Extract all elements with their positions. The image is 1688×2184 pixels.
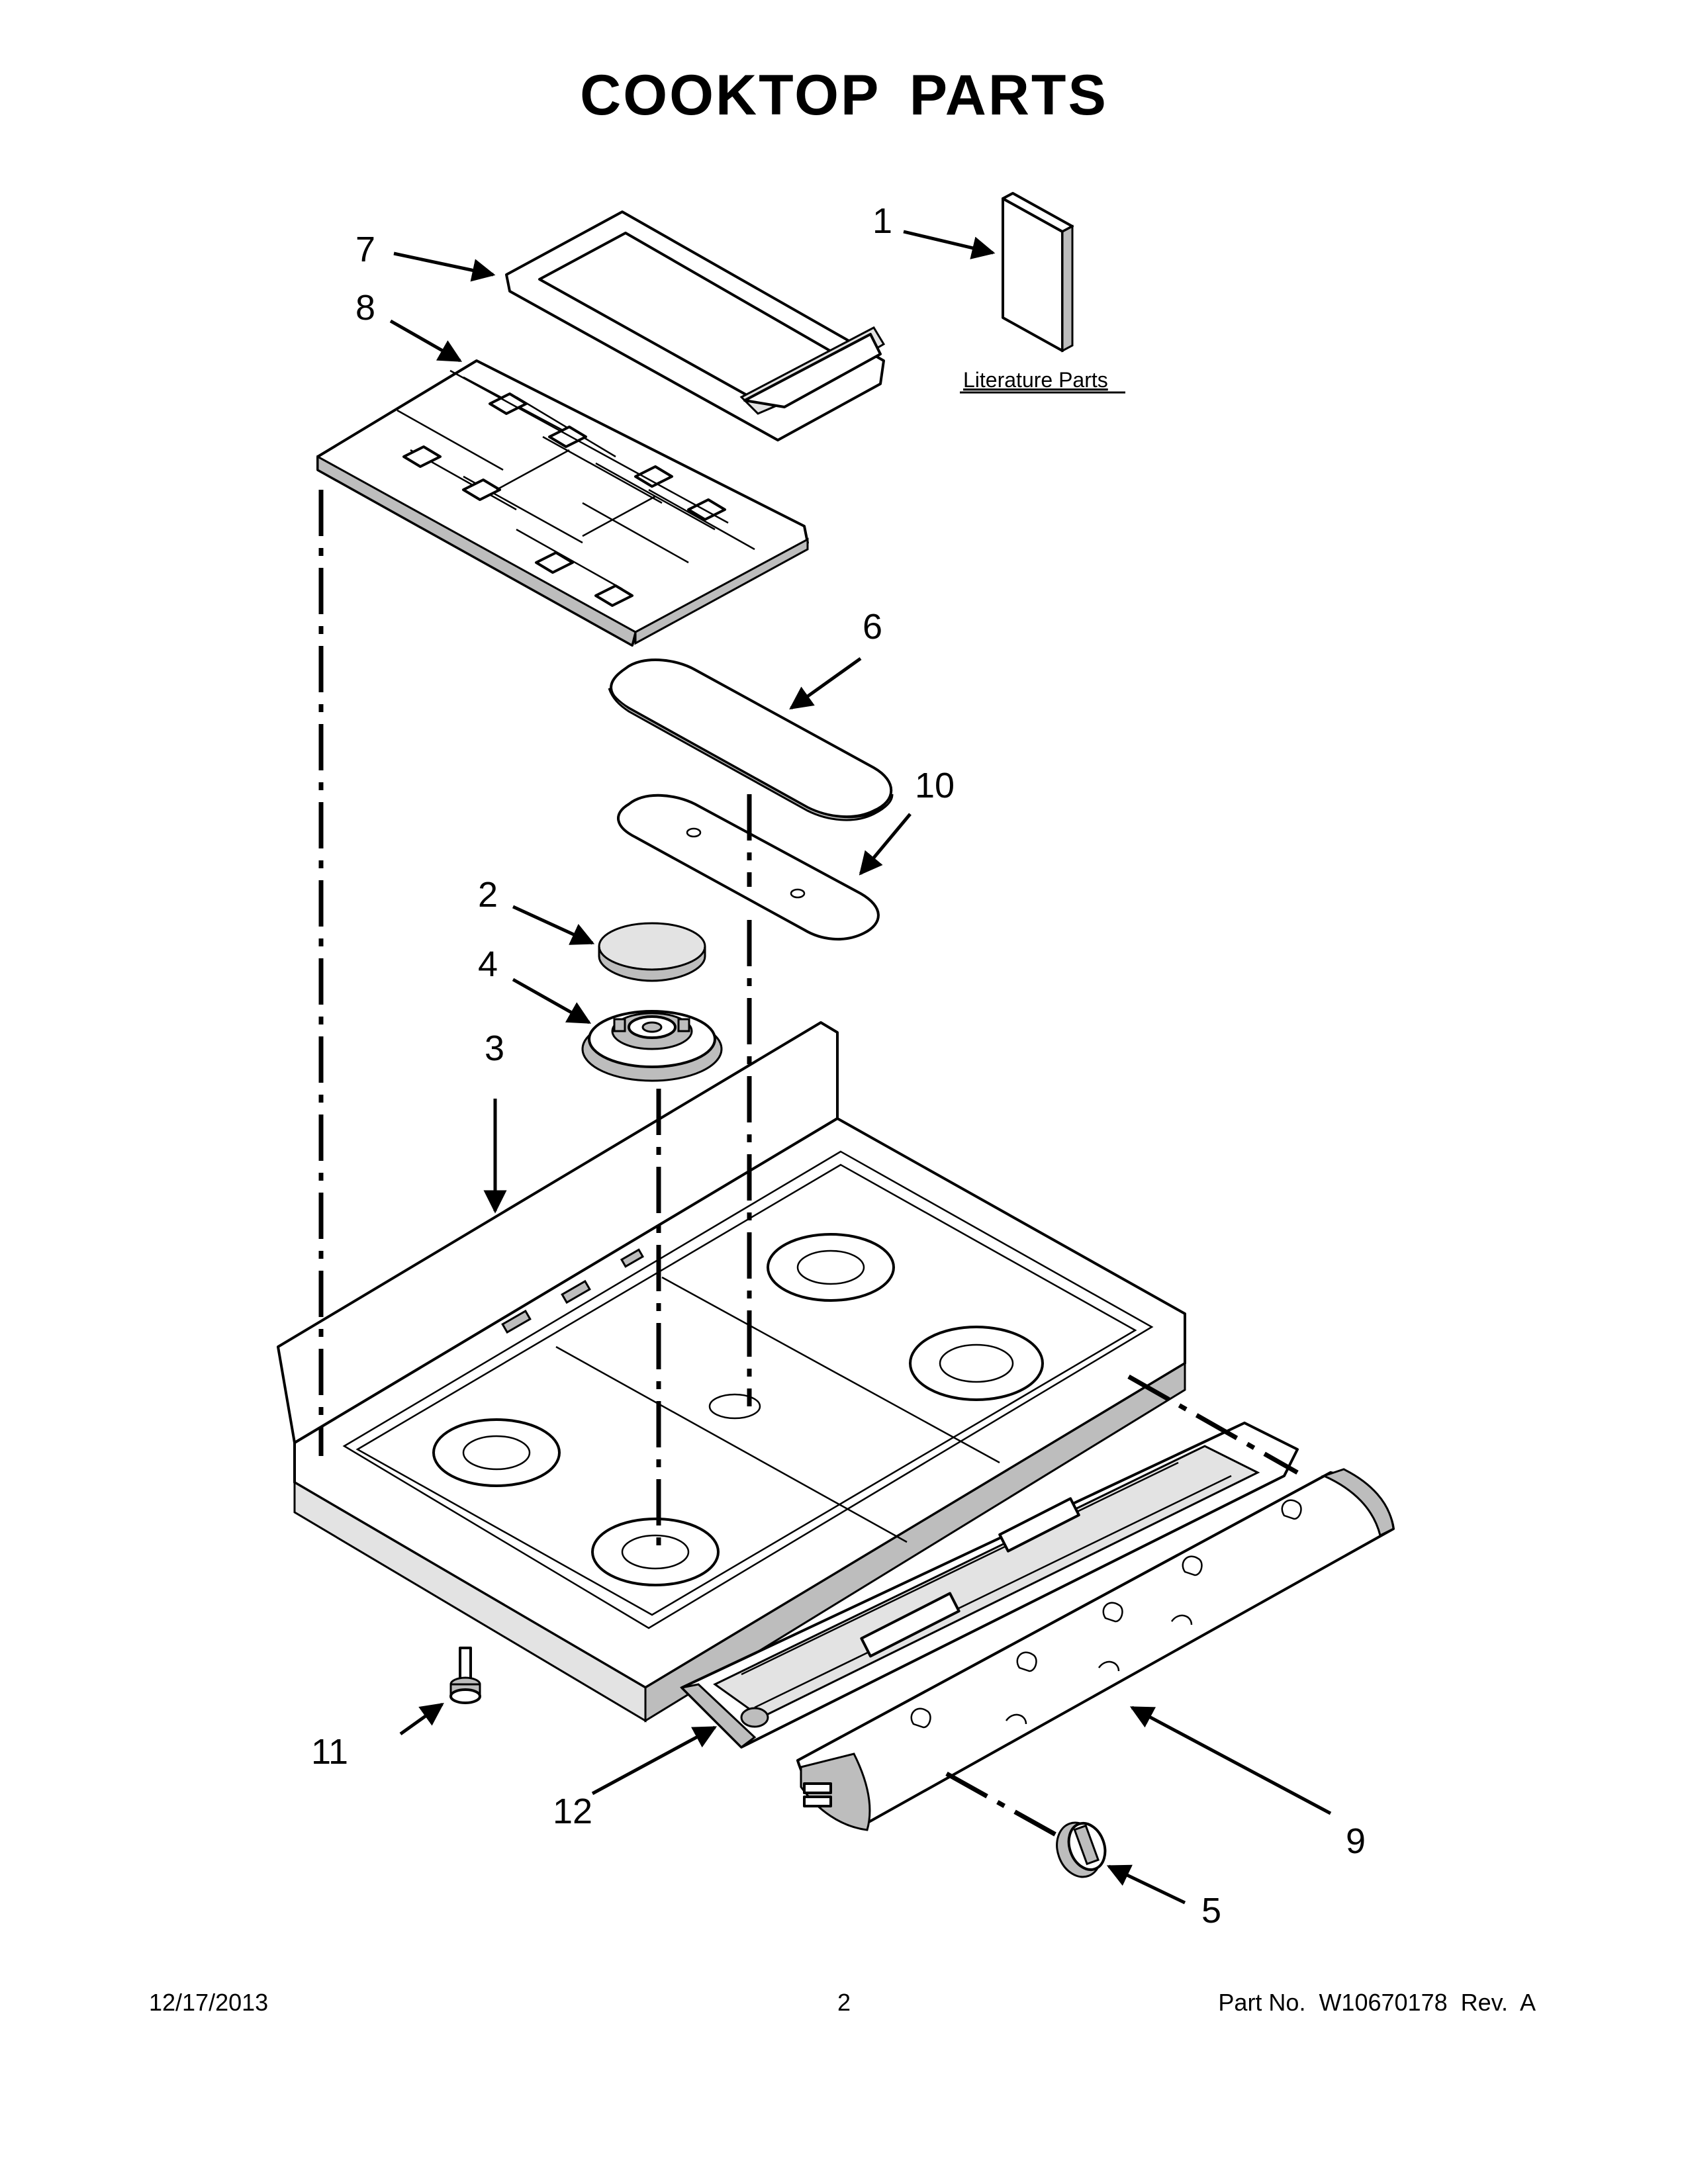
callout-11: 11 — [311, 1732, 348, 1772]
callout-10: 10 — [915, 766, 955, 805]
literature-parts-label: Literature Parts — [963, 368, 1108, 392]
alignment-lines — [318, 490, 1299, 1839]
callout-6: 6 — [863, 607, 882, 647]
igniter-part — [449, 1647, 481, 1704]
callout-9: 9 — [1346, 1821, 1366, 1861]
page-title: COOKTOP PARTS — [580, 64, 1108, 127]
burner-grate-part — [316, 359, 809, 647]
control-panel-part — [796, 1468, 1395, 1831]
callout-1: 1 — [872, 201, 892, 241]
callout-numbers: 1 2 3 4 5 6 7 8 9 10 11 12 — [311, 201, 1366, 1931]
footer-part-number: Part No. W10670178 Rev. A — [1218, 1989, 1536, 2016]
callout-3: 3 — [485, 1028, 504, 1068]
footer-date: 12/17/2013 — [149, 1989, 269, 2016]
cooktop-main-part — [277, 1021, 1186, 1723]
callout-4: 4 — [478, 944, 498, 984]
callout-12: 12 — [553, 1792, 592, 1831]
footer-page-number: 2 — [837, 1989, 851, 2016]
callout-8: 8 — [355, 288, 375, 328]
burner-base-part — [581, 1010, 723, 1082]
callout-2: 2 — [478, 875, 498, 915]
callout-arrows — [389, 230, 1332, 1905]
griddle-part — [505, 210, 886, 441]
burner-cap-part — [598, 922, 706, 982]
callout-7: 7 — [355, 230, 375, 269]
oval-burner-cap-part — [608, 659, 894, 821]
literature-parts-booklet: Literature Parts — [960, 192, 1125, 394]
manifold-panel-part — [679, 1422, 1299, 1749]
control-knob-part — [1056, 1821, 1107, 1878]
callout-5: 5 — [1201, 1891, 1221, 1931]
oval-burner-plate-part — [617, 794, 880, 941]
